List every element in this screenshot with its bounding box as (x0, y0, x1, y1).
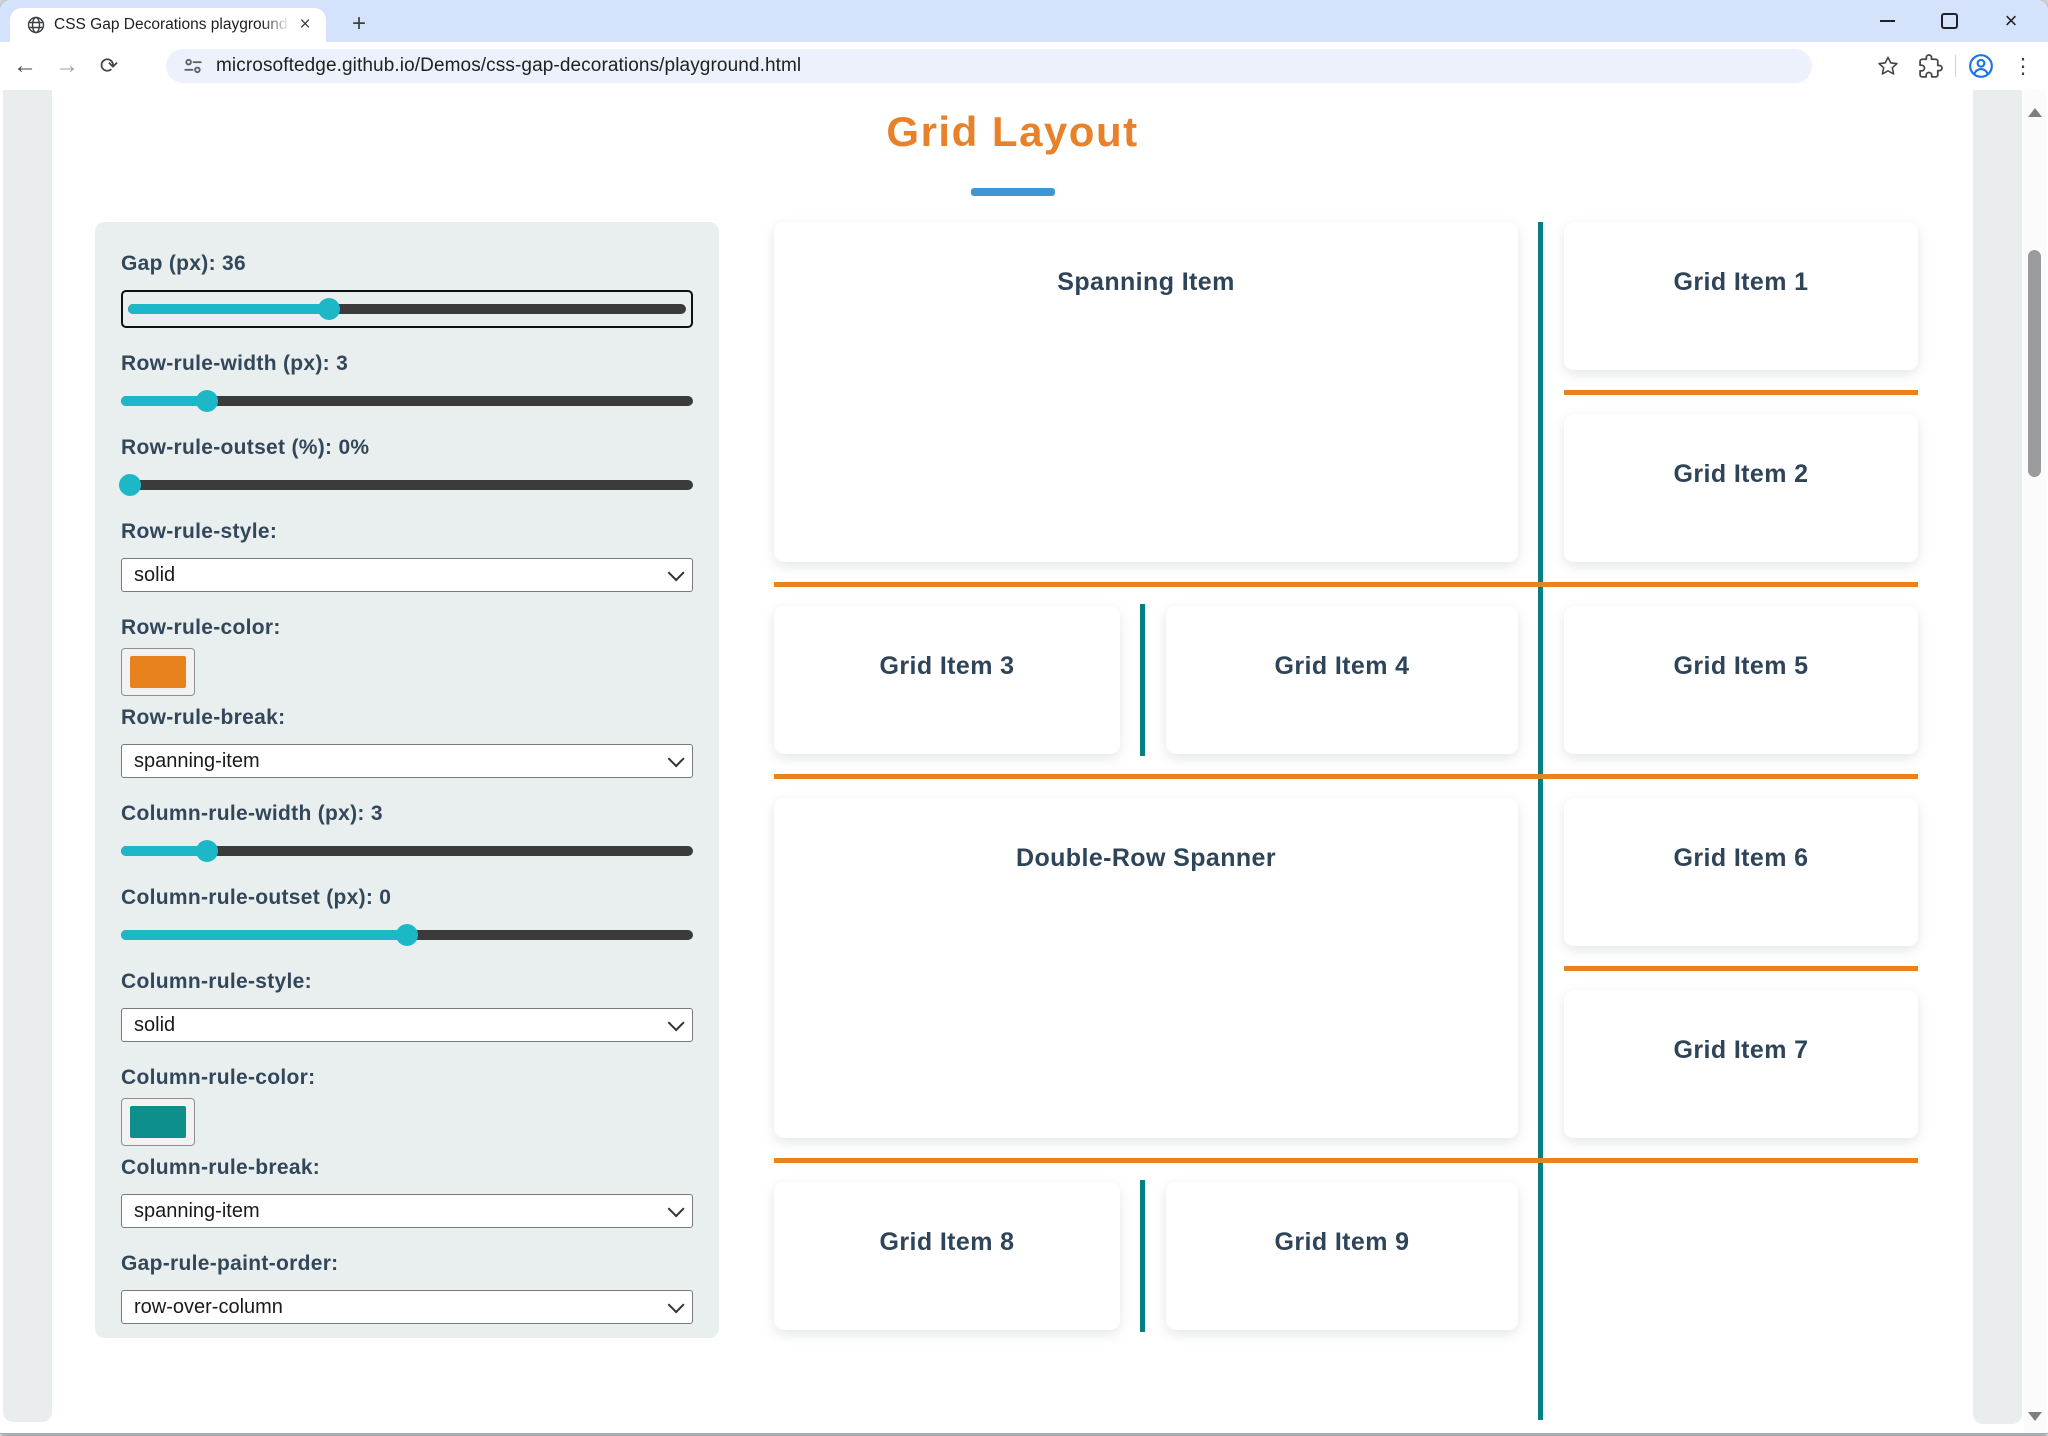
toolbar-actions: ⋮ (1871, 49, 2040, 83)
column-rule-long (1538, 222, 1543, 1420)
page-margin-right (1973, 90, 2022, 1424)
toolbar-divider (1955, 55, 1956, 77)
bookmark-star-icon[interactable] (1871, 49, 1905, 83)
column-rule-outset-label: Column-rule-outset (px): 0 (121, 886, 392, 909)
gap-slider-thumb[interactable] (317, 298, 340, 320)
reload-button[interactable]: ⟳ (99, 53, 119, 78)
column-rule-row3 (1140, 604, 1145, 756)
row-rule-width-slider[interactable] (121, 390, 693, 412)
column-rule-width-slider-thumb[interactable] (195, 840, 218, 862)
column-rule-width-label: Column-rule-width (px): 3 (121, 802, 383, 825)
maximize-icon (1940, 13, 1958, 29)
column-rule-outset-slider[interactable] (121, 924, 693, 946)
row-rule-col3-b (1564, 966, 1918, 971)
row-rule-outset-slider[interactable] (118, 474, 693, 496)
browser-toolbar: ← → ⟳ microsoftedge.github.io/Demos/css-… (0, 42, 2048, 90)
vertical-scrollbar[interactable] (2024, 90, 2046, 1433)
column-rule-style-select[interactable]: solid (121, 1008, 693, 1042)
column-rule-break-select[interactable]: spanning-item (121, 1194, 693, 1228)
back-button[interactable]: ← (13, 52, 37, 79)
grid-item-4-card: Grid Item 4 (1166, 606, 1518, 754)
scrollbar-up-icon[interactable] (2028, 108, 2042, 117)
url-text: microsoftedge.github.io/Demos/css-gap-de… (216, 55, 802, 76)
gap-rule-paint-order-label: Gap-rule-paint-order: (121, 1252, 339, 1275)
row-rule-break-label: Row-rule-break: (121, 706, 286, 729)
row-rule-color-picker[interactable] (121, 648, 195, 696)
tab-title: CSS Gap Decorations playground (54, 16, 290, 34)
forward-button[interactable]: → (55, 52, 79, 79)
close-button[interactable]: × (1980, 1, 2042, 41)
tab-bar: CSS Gap Decorations playground × + × (0, 0, 2048, 42)
gap-slider[interactable] (128, 298, 686, 320)
close-icon: × (2004, 8, 2018, 33)
row-rule-color-label: Row-rule-color: (121, 616, 281, 639)
browser-menu-icon[interactable]: ⋮ (2012, 54, 2034, 78)
row-rule-col3-a (1564, 390, 1918, 395)
grid-item-8-card: Grid Item 8 (774, 1182, 1120, 1330)
gap-slider-focus-ring (121, 290, 693, 328)
column-rule-width-slider[interactable] (121, 840, 693, 862)
window-bottom-edge (0, 1433, 2048, 1436)
address-bar[interactable]: microsoftedge.github.io/Demos/css-gap-de… (166, 49, 1812, 83)
active-tab[interactable]: CSS Gap Decorations playground × (10, 8, 326, 42)
column-rule-break-label: Column-rule-break: (121, 1156, 321, 1179)
grid-item-5-card: Grid Item 5 (1564, 606, 1918, 754)
spanning-item-card: Spanning Item (774, 222, 1518, 562)
grid-item-1-card: Grid Item 1 (1564, 222, 1918, 370)
site-info-icon[interactable] (182, 55, 204, 77)
column-rule-color-picker[interactable] (121, 1098, 195, 1146)
row-rule-style-label: Row-rule-style: (121, 520, 278, 543)
column-rule-color-label: Column-rule-color: (121, 1066, 316, 1089)
double-row-spanner-card: Double-Row Spanner (774, 798, 1518, 1138)
page-viewport: Grid Layout Gap (px): 36 Row-rule-width … (0, 90, 2048, 1436)
controls-panel: Gap (px): 36 Row-rule-width (px): 3 Row-… (95, 222, 719, 1338)
extensions-puzzle-icon[interactable] (1913, 49, 1947, 83)
row-rule-full-b (774, 774, 1918, 779)
row-rule-full-a (774, 582, 1918, 587)
scrollbar-thumb[interactable] (2028, 250, 2041, 477)
row-rule-width-slider-thumb[interactable] (195, 390, 218, 412)
page-margin-left (3, 90, 52, 1422)
row-rule-style-select[interactable]: solid (121, 558, 693, 592)
page-title: Grid Layout (886, 108, 1139, 155)
grid-item-9-card: Grid Item 9 (1166, 1182, 1518, 1330)
gap-label: Gap (px): 36 (121, 252, 246, 275)
grid-item-6-card: Grid Item 6 (1564, 798, 1918, 946)
tab-close-icon[interactable]: × (299, 14, 311, 35)
grid-item-3-card: Grid Item 3 (774, 606, 1120, 754)
gap-rule-paint-order-select[interactable]: row-over-column (121, 1290, 693, 1324)
row-rule-outset-slider-thumb[interactable] (118, 474, 141, 496)
scrollbar-down-icon[interactable] (2028, 1412, 2042, 1421)
row-rule-width-label: Row-rule-width (px): 3 (121, 352, 349, 375)
title-underline (971, 188, 1055, 196)
column-rule-row6 (1140, 1180, 1145, 1332)
column-rule-style-label: Column-rule-style: (121, 970, 312, 993)
window-controls: × (1856, 0, 2042, 42)
grid-demo: Spanning Item Grid Item 1 Grid Item 2 Gr… (0, 90, 2048, 1436)
row-rule-full-c (774, 1158, 1918, 1163)
maximize-button[interactable] (1918, 1, 1980, 41)
globe-favicon-icon (27, 16, 45, 34)
minimize-button[interactable] (1856, 1, 1918, 41)
minimize-icon (1879, 20, 1895, 22)
profile-avatar-icon[interactable] (1964, 49, 1998, 83)
row-rule-break-select[interactable]: spanning-item (121, 744, 693, 778)
grid-item-2-card: Grid Item 2 (1564, 414, 1918, 562)
column-rule-outset-slider-thumb[interactable] (396, 924, 418, 946)
new-tab-button[interactable]: + (351, 10, 366, 37)
row-rule-outset-label: Row-rule-outset (%): 0% (121, 436, 370, 459)
grid-item-7-card: Grid Item 7 (1564, 990, 1918, 1138)
